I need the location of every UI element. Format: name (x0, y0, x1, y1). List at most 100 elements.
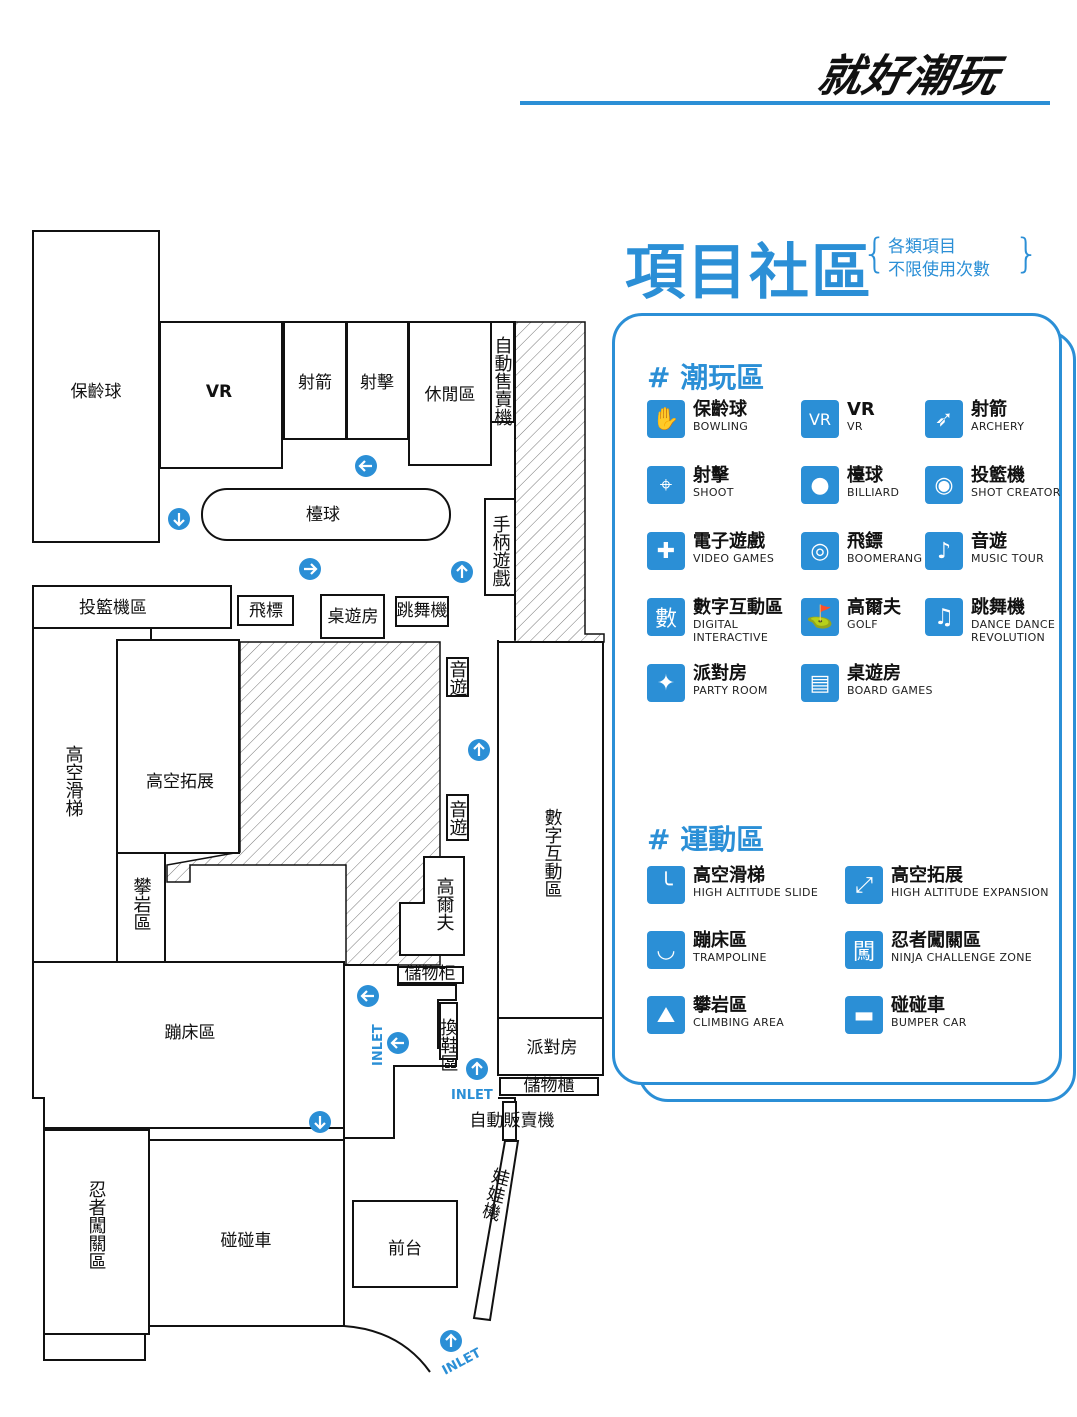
zone-digital[interactable] (497, 641, 604, 1019)
crosshair-icon: ⌖ (647, 466, 685, 504)
dart-target-icon: ◎ (801, 532, 839, 570)
climbing-icon: ⛰ (647, 996, 685, 1034)
vr-icon: VR (801, 400, 839, 438)
legend-item-en: MUSIC TOUR (971, 552, 1045, 565)
zone-trampoline[interactable] (32, 961, 345, 1129)
direction-arrow-icon (357, 985, 379, 1007)
zone-shoe[interactable] (439, 1002, 458, 1060)
golf-icon: ⛳ (801, 598, 839, 636)
zone-lounge[interactable] (408, 321, 492, 466)
legend-item-zh: 飛鏢 (847, 531, 883, 552)
legend-item-zh: 檯球 (847, 465, 883, 486)
legend-note-line-1: 各類項目 (888, 237, 956, 257)
zone-vending-top[interactable] (490, 321, 515, 423)
label-shoot: 射擊 (360, 373, 394, 393)
legend-item-en: HIGH ALTITUDE SLIDE (693, 886, 819, 899)
direction-arrow-icon (466, 1058, 488, 1080)
zone-handheld[interactable] (484, 498, 516, 596)
label-board-game: 桌遊房 (328, 607, 379, 627)
legend-item-zh: 忍者闖關區 (891, 930, 981, 951)
legend-note: { 各類項目 不限使用次數 } (862, 231, 1039, 284)
zone-ninja[interactable] (43, 1129, 150, 1335)
bowling-icon: ✋ (647, 400, 685, 438)
legend-item-zh: 高空拓展 (891, 865, 963, 886)
label-locker-1: 儲物柜 (405, 964, 456, 984)
legend-item-zh: 射擊 (693, 465, 729, 486)
legend-item-en: BUMPER CAR (891, 1016, 967, 1029)
zone-archery[interactable] (283, 321, 347, 440)
legend-item-zh: 跳舞機 (971, 597, 1025, 618)
zone-music-2[interactable] (446, 794, 469, 841)
legend-item-en: ARCHERY (971, 420, 1025, 433)
zone-darts[interactable] (237, 595, 294, 626)
legend-item-en: VR (847, 420, 863, 433)
zone-doll[interactable] (472, 1140, 520, 1322)
label-golf: 高爾夫 (434, 877, 455, 931)
legend-item-zh: 高空滑梯 (693, 865, 765, 886)
zone-expansion[interactable] (116, 639, 240, 854)
zone-vr[interactable] (159, 321, 283, 469)
zone-music-1[interactable] (446, 657, 469, 697)
ninja-icon: 闖 (845, 931, 883, 969)
digital-number-icon: 數 (647, 598, 685, 636)
zone-dance[interactable] (395, 596, 449, 627)
zone-billiard[interactable] (201, 488, 451, 541)
legend-item-zh: 碰碰車 (891, 995, 945, 1016)
legend-item-zh: 音遊 (971, 531, 1007, 552)
label-vr: VR (206, 382, 232, 402)
label-bumper: 碰碰車 (221, 1231, 272, 1251)
legend-note-bracket-close: } (1014, 231, 1040, 277)
archery-icon: ➶ (925, 400, 963, 438)
direction-arrow-icon (387, 1032, 409, 1054)
label-music-1: 音遊 (447, 660, 468, 696)
zone-locker-2[interactable] (499, 1077, 599, 1096)
legend-title: 項目社區 (625, 238, 873, 308)
label-darts: 飛標 (249, 601, 283, 621)
legend-item-zh: VR (847, 399, 875, 420)
zone-basketball[interactable] (32, 585, 232, 629)
zone-bumper[interactable] (148, 1139, 345, 1327)
direction-arrow-icon (451, 561, 473, 583)
legend-item-en: BOARD GAMES (847, 684, 933, 697)
legend-item-zh: 高爾夫 (847, 597, 901, 618)
legend-item-zh: 電子遊戲 (693, 531, 765, 552)
legend-item-en: HIGH ALTITUDE EXPANSION (891, 886, 1049, 899)
legend-item-en: BOOMERANG (847, 552, 923, 565)
legend-note-bracket-open: { (862, 231, 888, 277)
direction-arrow-icon (468, 739, 490, 761)
billiard-ball-icon: ● (801, 466, 839, 504)
legend-item-zh: 派對房 (693, 663, 747, 684)
zone-front-desk[interactable] (352, 1200, 458, 1288)
zone-board-game[interactable] (320, 594, 385, 639)
zone-golf[interactable] (399, 856, 465, 956)
legend-note-line-2: 不限使用次數 (888, 260, 990, 280)
legend-item-en: PARTY ROOM (693, 684, 768, 697)
expansion-icon: ⤢ (845, 866, 883, 904)
label-shoe: 換鞋區 (438, 1018, 459, 1072)
zone-locker-1[interactable] (397, 966, 464, 984)
party-popper-icon: ✦ (647, 664, 685, 702)
zone-party[interactable] (497, 1017, 604, 1076)
gamepad-icon: ✚ (647, 532, 685, 570)
label-vending-top: 自動售賣機 (492, 336, 513, 427)
legend-item-zh: 投籃機 (971, 465, 1025, 486)
label-vending-bottom: 自動販賣機 (470, 1111, 555, 1131)
